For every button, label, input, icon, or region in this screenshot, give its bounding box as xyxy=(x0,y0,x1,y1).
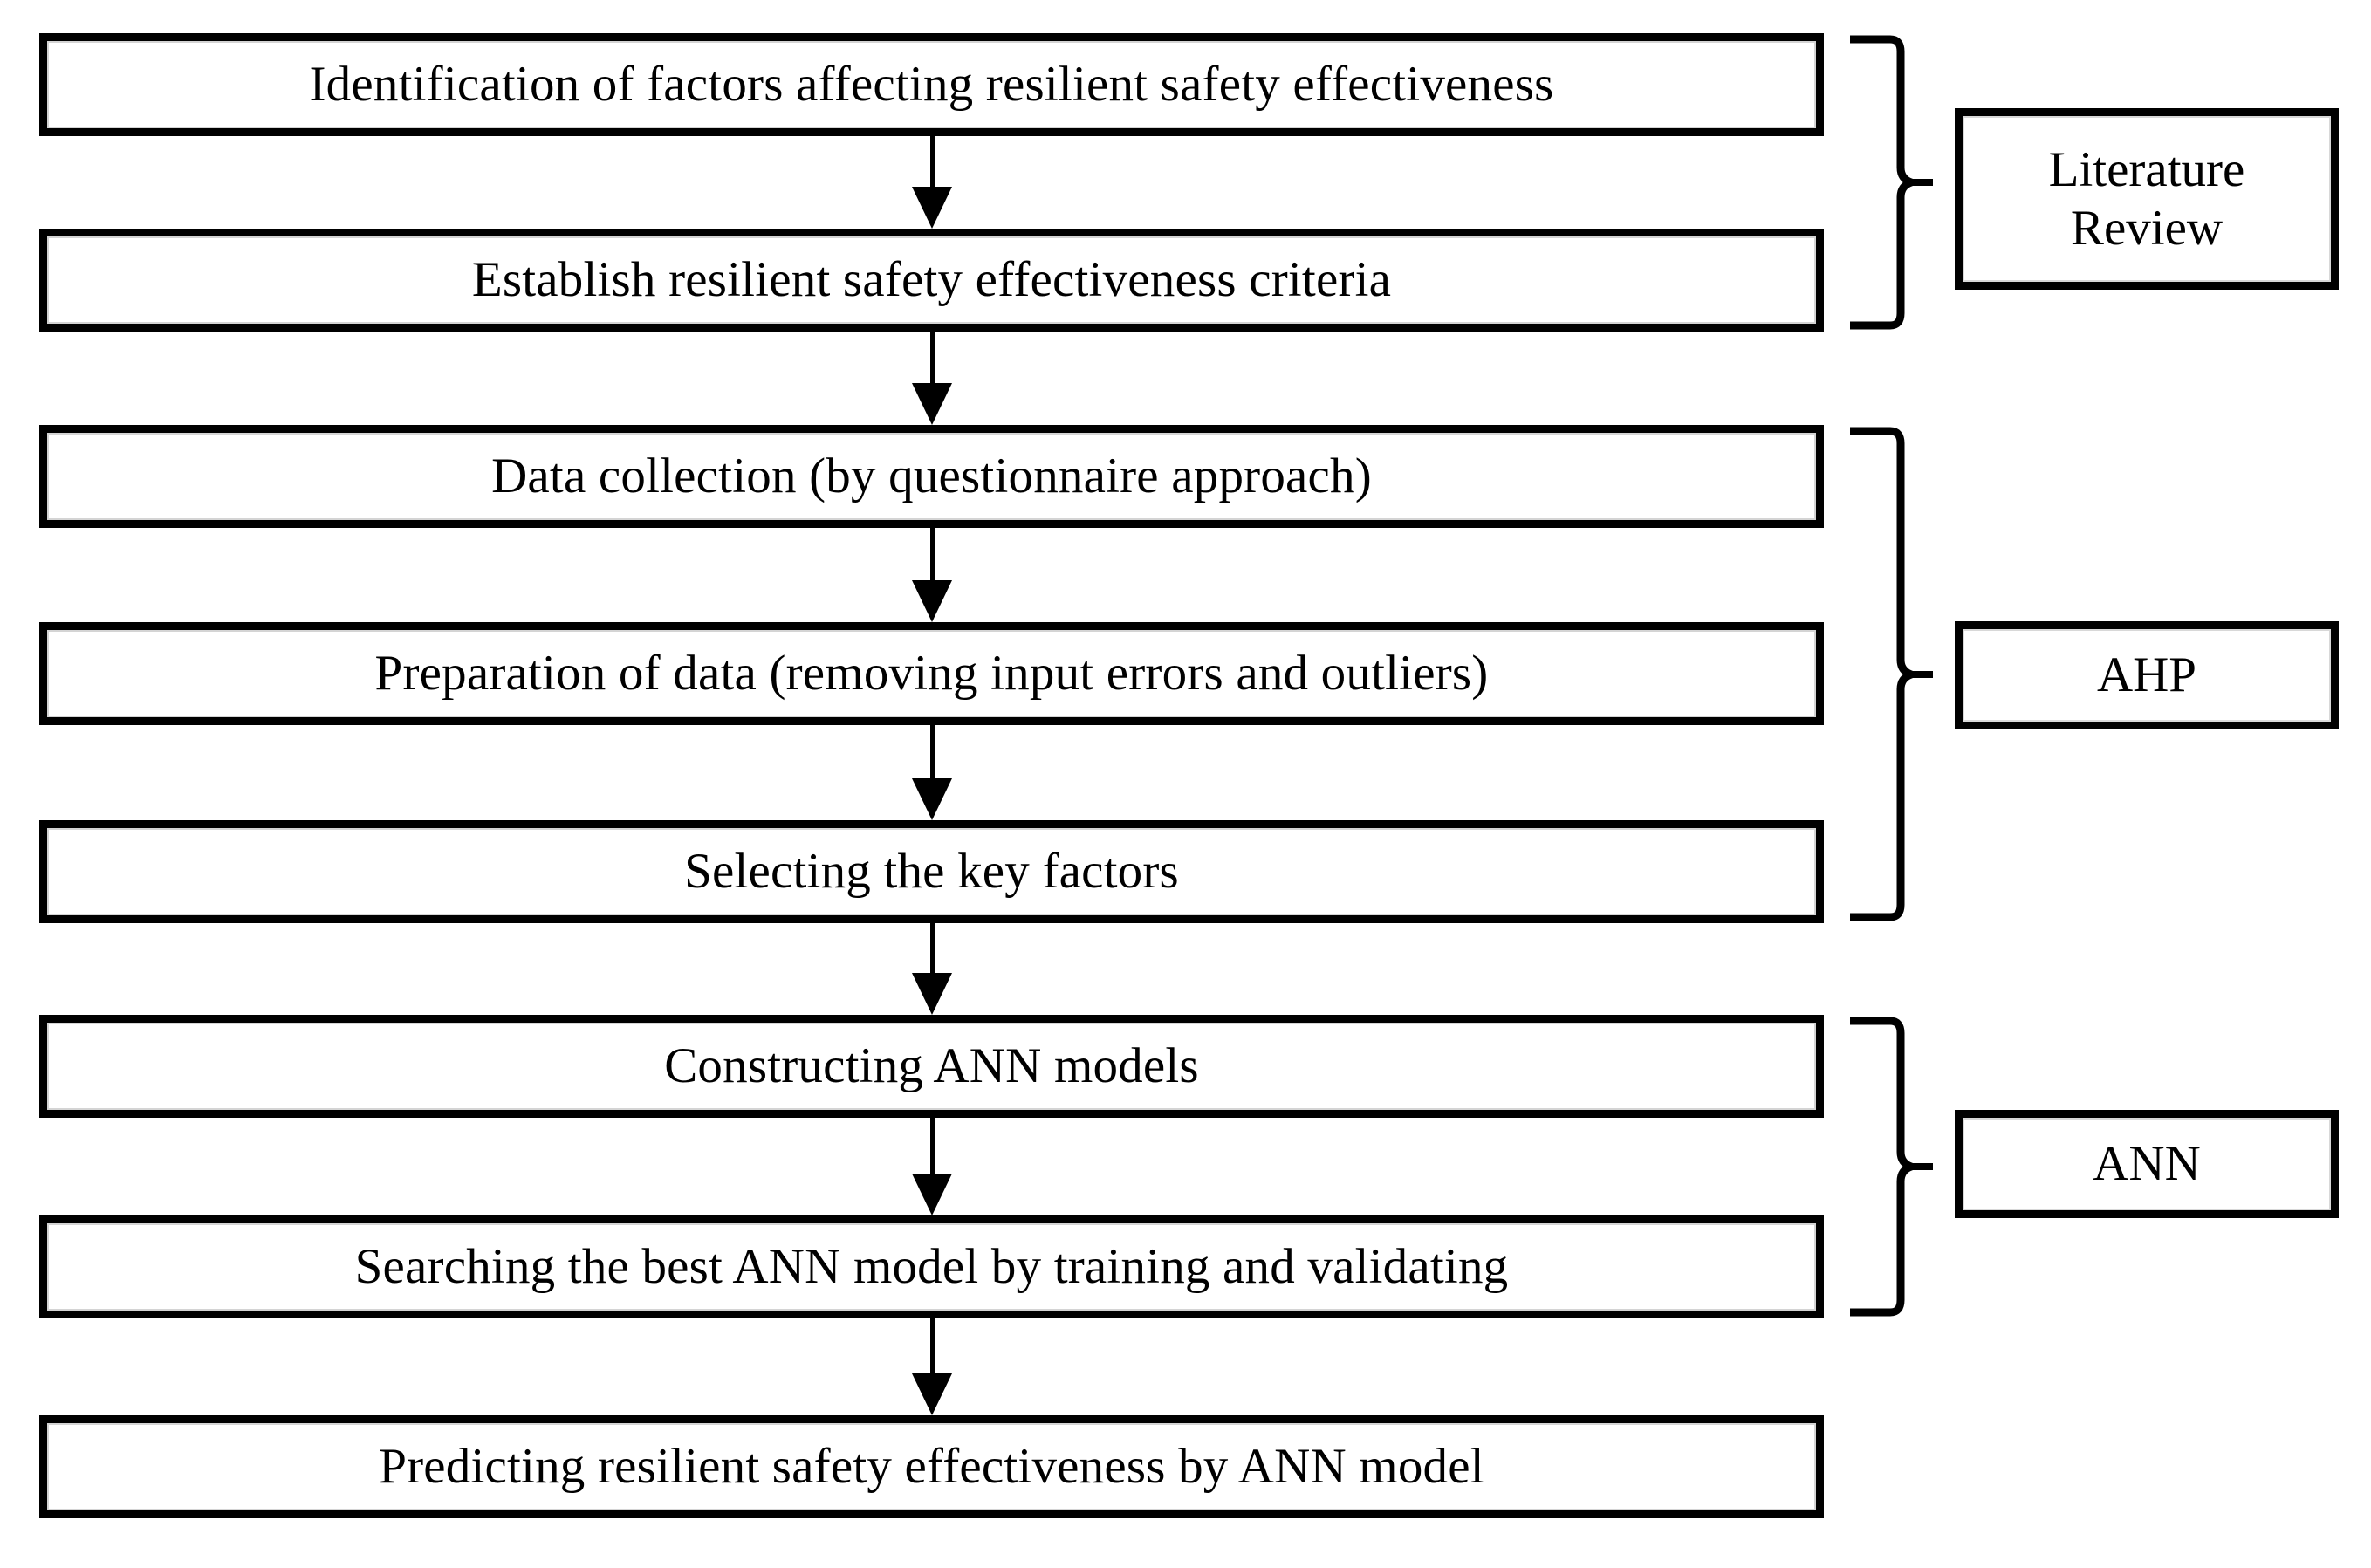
process-box-step-3: Data collection (by questionnaire approa… xyxy=(39,425,1824,528)
process-label-step-5: Selecting the key factors xyxy=(684,844,1179,900)
stage-box-ann: ANN xyxy=(1955,1110,2339,1218)
brace-ann xyxy=(1850,1015,1933,1318)
process-label-step-2: Establish resilient safety effectiveness… xyxy=(471,252,1392,308)
arrow-stem xyxy=(930,332,935,383)
stage-box-ahp: AHP xyxy=(1955,621,2339,729)
process-box-step-7: Searching the best ANN model by training… xyxy=(39,1215,1824,1318)
arrow-head-down-icon xyxy=(912,383,952,425)
arrow-stem xyxy=(930,923,935,973)
arrow-head-down-icon xyxy=(912,1174,952,1215)
process-box-step-6: Constructing ANN models xyxy=(39,1015,1824,1118)
stage-label-literature-review: Literature Review xyxy=(2049,140,2245,258)
process-label-step-6: Constructing ANN models xyxy=(664,1038,1199,1094)
stage-box-literature-review: Literature Review xyxy=(1955,108,2339,290)
arrow-stem xyxy=(930,136,935,187)
process-label-step-4: Preparation of data (removing input erro… xyxy=(374,646,1489,702)
arrow-head-down-icon xyxy=(912,1373,952,1415)
arrow-head-down-icon xyxy=(912,187,952,229)
process-box-step-2: Establish resilient safety effectiveness… xyxy=(39,229,1824,332)
process-box-step-5: Selecting the key factors xyxy=(39,820,1824,923)
stage-label-ahp: AHP xyxy=(2096,647,2197,703)
arrow-step-6-to-step-7 xyxy=(912,1118,952,1215)
stage-label-ann: ANN xyxy=(2093,1136,2201,1192)
arrow-step-4-to-step-5 xyxy=(912,725,952,820)
stage-label-line-1: Literature xyxy=(2048,141,2245,197)
arrow-stem xyxy=(930,1318,935,1373)
arrow-step-2-to-step-3 xyxy=(912,332,952,425)
arrow-stem xyxy=(930,528,935,580)
arrow-step-7-to-step-8 xyxy=(912,1318,952,1415)
arrow-head-down-icon xyxy=(912,778,952,820)
stage-label-line-2: Review xyxy=(2070,201,2224,256)
process-label-step-8: Predicting resilient safety effectivenes… xyxy=(379,1439,1484,1495)
arrow-stem xyxy=(930,1118,935,1174)
process-box-step-1: Identification of factors affecting resi… xyxy=(39,33,1824,136)
arrow-step-5-to-step-6 xyxy=(912,923,952,1015)
arrow-stem xyxy=(930,725,935,778)
arrow-head-down-icon xyxy=(912,973,952,1015)
process-label-step-7: Searching the best ANN model by training… xyxy=(354,1239,1509,1295)
process-label-step-3: Data collection (by questionnaire approa… xyxy=(491,448,1372,504)
brace-ahp xyxy=(1850,425,1933,923)
arrow-head-down-icon xyxy=(912,580,952,622)
arrow-step-3-to-step-4 xyxy=(912,528,952,622)
brace-literature-review xyxy=(1850,33,1933,332)
arrow-step-1-to-step-2 xyxy=(912,136,952,229)
process-label-step-1: Identification of factors affecting resi… xyxy=(309,57,1554,113)
process-box-step-4: Preparation of data (removing input erro… xyxy=(39,622,1824,725)
process-box-step-8: Predicting resilient safety effectivenes… xyxy=(39,1415,1824,1518)
